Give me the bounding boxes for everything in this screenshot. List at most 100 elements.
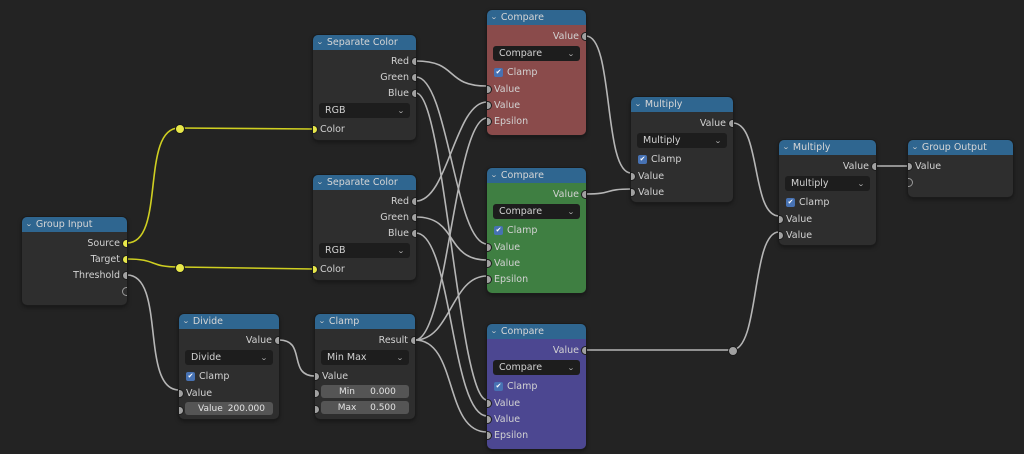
input-socket[interactable]	[779, 231, 784, 240]
input-socket-row[interactable]: Value	[179, 385, 279, 401]
check-icon[interactable]: ✔	[494, 67, 503, 77]
chevron-down-icon[interactable]: ⌄	[25, 220, 33, 228]
output-socket[interactable]	[410, 336, 415, 345]
node-header[interactable]: ⌄Clamp	[315, 314, 415, 329]
input-socket[interactable]	[631, 188, 636, 197]
input-socket[interactable]	[487, 415, 492, 424]
chevron-down-icon[interactable]: ⌄	[857, 179, 865, 188]
dropdown-clamp[interactable]: Min Max⌄	[321, 350, 409, 365]
node-header[interactable]: ⌄Separate Color	[313, 175, 416, 190]
output-socket[interactable]	[411, 197, 416, 206]
node-header[interactable]: ⌄Group Output	[908, 140, 1013, 155]
input-socket-row[interactable]: Value	[315, 368, 415, 384]
input-socket[interactable]	[487, 117, 492, 126]
chevron-down-icon[interactable]: ⌄	[782, 143, 790, 151]
output-socket-row[interactable]: Result	[315, 332, 415, 348]
chevron-down-icon[interactable]: ⌄	[714, 136, 722, 145]
output-socket[interactable]	[274, 336, 279, 345]
output-socket[interactable]	[871, 162, 876, 171]
output-socket-row[interactable]: Value	[487, 342, 586, 358]
chevron-down-icon[interactable]: ⌄	[567, 207, 575, 216]
output-socket-row[interactable]: Green	[313, 209, 416, 225]
dropdown-compare-red[interactable]: Compare⌄	[493, 46, 580, 61]
input-socket[interactable]	[487, 399, 492, 408]
output-socket-row[interactable]: Blue	[313, 85, 416, 101]
dropdown-divide[interactable]: Divide⌄	[185, 350, 273, 365]
input-socket[interactable]	[908, 162, 913, 171]
dropdown-compare-purple[interactable]: Compare⌄	[493, 360, 580, 375]
input-socket[interactable]	[313, 265, 318, 274]
input-socket-row[interactable]: Value	[631, 184, 733, 200]
input-socket[interactable]	[487, 275, 492, 284]
reroute-node-reroute-purple-out[interactable]	[728, 346, 738, 356]
output-socket[interactable]	[581, 190, 586, 199]
chevron-down-icon[interactable]: ⌄	[490, 13, 498, 21]
output-socket[interactable]	[122, 255, 127, 264]
chevron-down-icon[interactable]: ⌄	[316, 38, 324, 46]
dropdown-separate-color-2[interactable]: RGB⌄	[319, 243, 410, 258]
output-socket[interactable]	[728, 119, 733, 128]
node-header[interactable]: ⌄Compare	[487, 324, 586, 339]
chevron-down-icon[interactable]: ⌄	[316, 178, 324, 186]
output-socket-row[interactable]	[22, 283, 127, 299]
input-socket-row[interactable]: Value	[487, 411, 586, 427]
input-socket[interactable]	[315, 388, 320, 398]
node-header[interactable]: ⌄Compare	[487, 168, 586, 183]
check-icon[interactable]: ✔	[494, 381, 503, 391]
output-socket[interactable]	[581, 32, 586, 41]
input-socket[interactable]	[631, 172, 636, 181]
chevron-down-icon[interactable]: ⌄	[396, 353, 404, 362]
input-socket[interactable]	[315, 404, 320, 414]
output-socket-row[interactable]: Threshold	[22, 267, 127, 283]
input-socket-row[interactable]: Value	[487, 239, 586, 255]
dropdown-compare-green[interactable]: Compare⌄	[493, 204, 580, 219]
input-socket-row[interactable]: Value	[779, 227, 876, 243]
check-icon[interactable]: ✔	[494, 225, 503, 235]
input-socket[interactable]	[487, 431, 492, 440]
input-socket[interactable]	[487, 243, 492, 252]
output-socket-row[interactable]: Blue	[313, 225, 416, 241]
chevron-down-icon[interactable]: ⌄	[911, 143, 919, 151]
check-icon[interactable]: ✔	[186, 371, 195, 381]
input-socket-row[interactable]: Value	[908, 158, 1013, 174]
clamp-checkbox-row[interactable]: ✔Clamp	[631, 151, 733, 168]
dropdown-multiply-2[interactable]: Multiply⌄	[785, 176, 870, 191]
input-socket-row[interactable]: Value	[779, 211, 876, 227]
input-socket-row[interactable]: Value	[487, 395, 586, 411]
chevron-down-icon[interactable]: ⌄	[567, 49, 575, 58]
input-socket[interactable]	[315, 372, 320, 381]
node-header[interactable]: ⌄Multiply	[631, 97, 733, 112]
node-header[interactable]: ⌄Divide	[179, 314, 279, 329]
output-socket-row[interactable]: Value	[487, 186, 586, 202]
input-socket[interactable]	[487, 259, 492, 268]
input-socket-row[interactable]: Value	[487, 81, 586, 97]
check-icon[interactable]: ✔	[638, 154, 647, 164]
dropdown-multiply-1[interactable]: Multiply⌄	[637, 133, 727, 148]
reroute-node-reroute-source[interactable]	[175, 124, 185, 134]
chevron-down-icon[interactable]: ⌄	[567, 363, 575, 372]
reroute-node-reroute-target[interactable]	[175, 263, 185, 273]
clamp-checkbox-row[interactable]: ✔Clamp	[487, 378, 586, 395]
input-socket-row[interactable]: Value	[487, 97, 586, 113]
output-socket[interactable]	[411, 213, 416, 222]
input-socket-row[interactable]: Epsilon	[487, 113, 586, 129]
output-socket-row[interactable]: Target	[22, 251, 127, 267]
chevron-down-icon[interactable]: ⌄	[182, 317, 190, 325]
check-icon[interactable]: ✔	[786, 197, 795, 207]
node-header[interactable]: ⌄Group Input	[22, 217, 127, 232]
clamp-checkbox-row[interactable]: ✔Clamp	[179, 368, 279, 385]
output-socket-row[interactable]: Value	[779, 158, 876, 174]
input-socket-row[interactable]: Epsilon	[487, 271, 586, 287]
node-header[interactable]: ⌄Multiply	[779, 140, 876, 155]
